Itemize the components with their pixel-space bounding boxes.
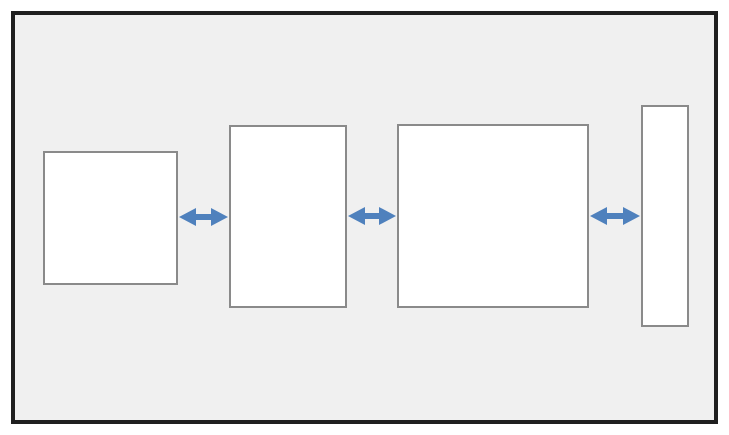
diagram-box-1 (43, 151, 178, 285)
diagram-box-2 (229, 125, 347, 308)
double-arrow-connector-3 (590, 207, 640, 225)
double-arrow-connector-1 (179, 208, 228, 227)
double-arrow-connector-2 (348, 207, 396, 226)
diagram-box-4 (641, 105, 689, 327)
diagram-box-3 (397, 124, 589, 308)
